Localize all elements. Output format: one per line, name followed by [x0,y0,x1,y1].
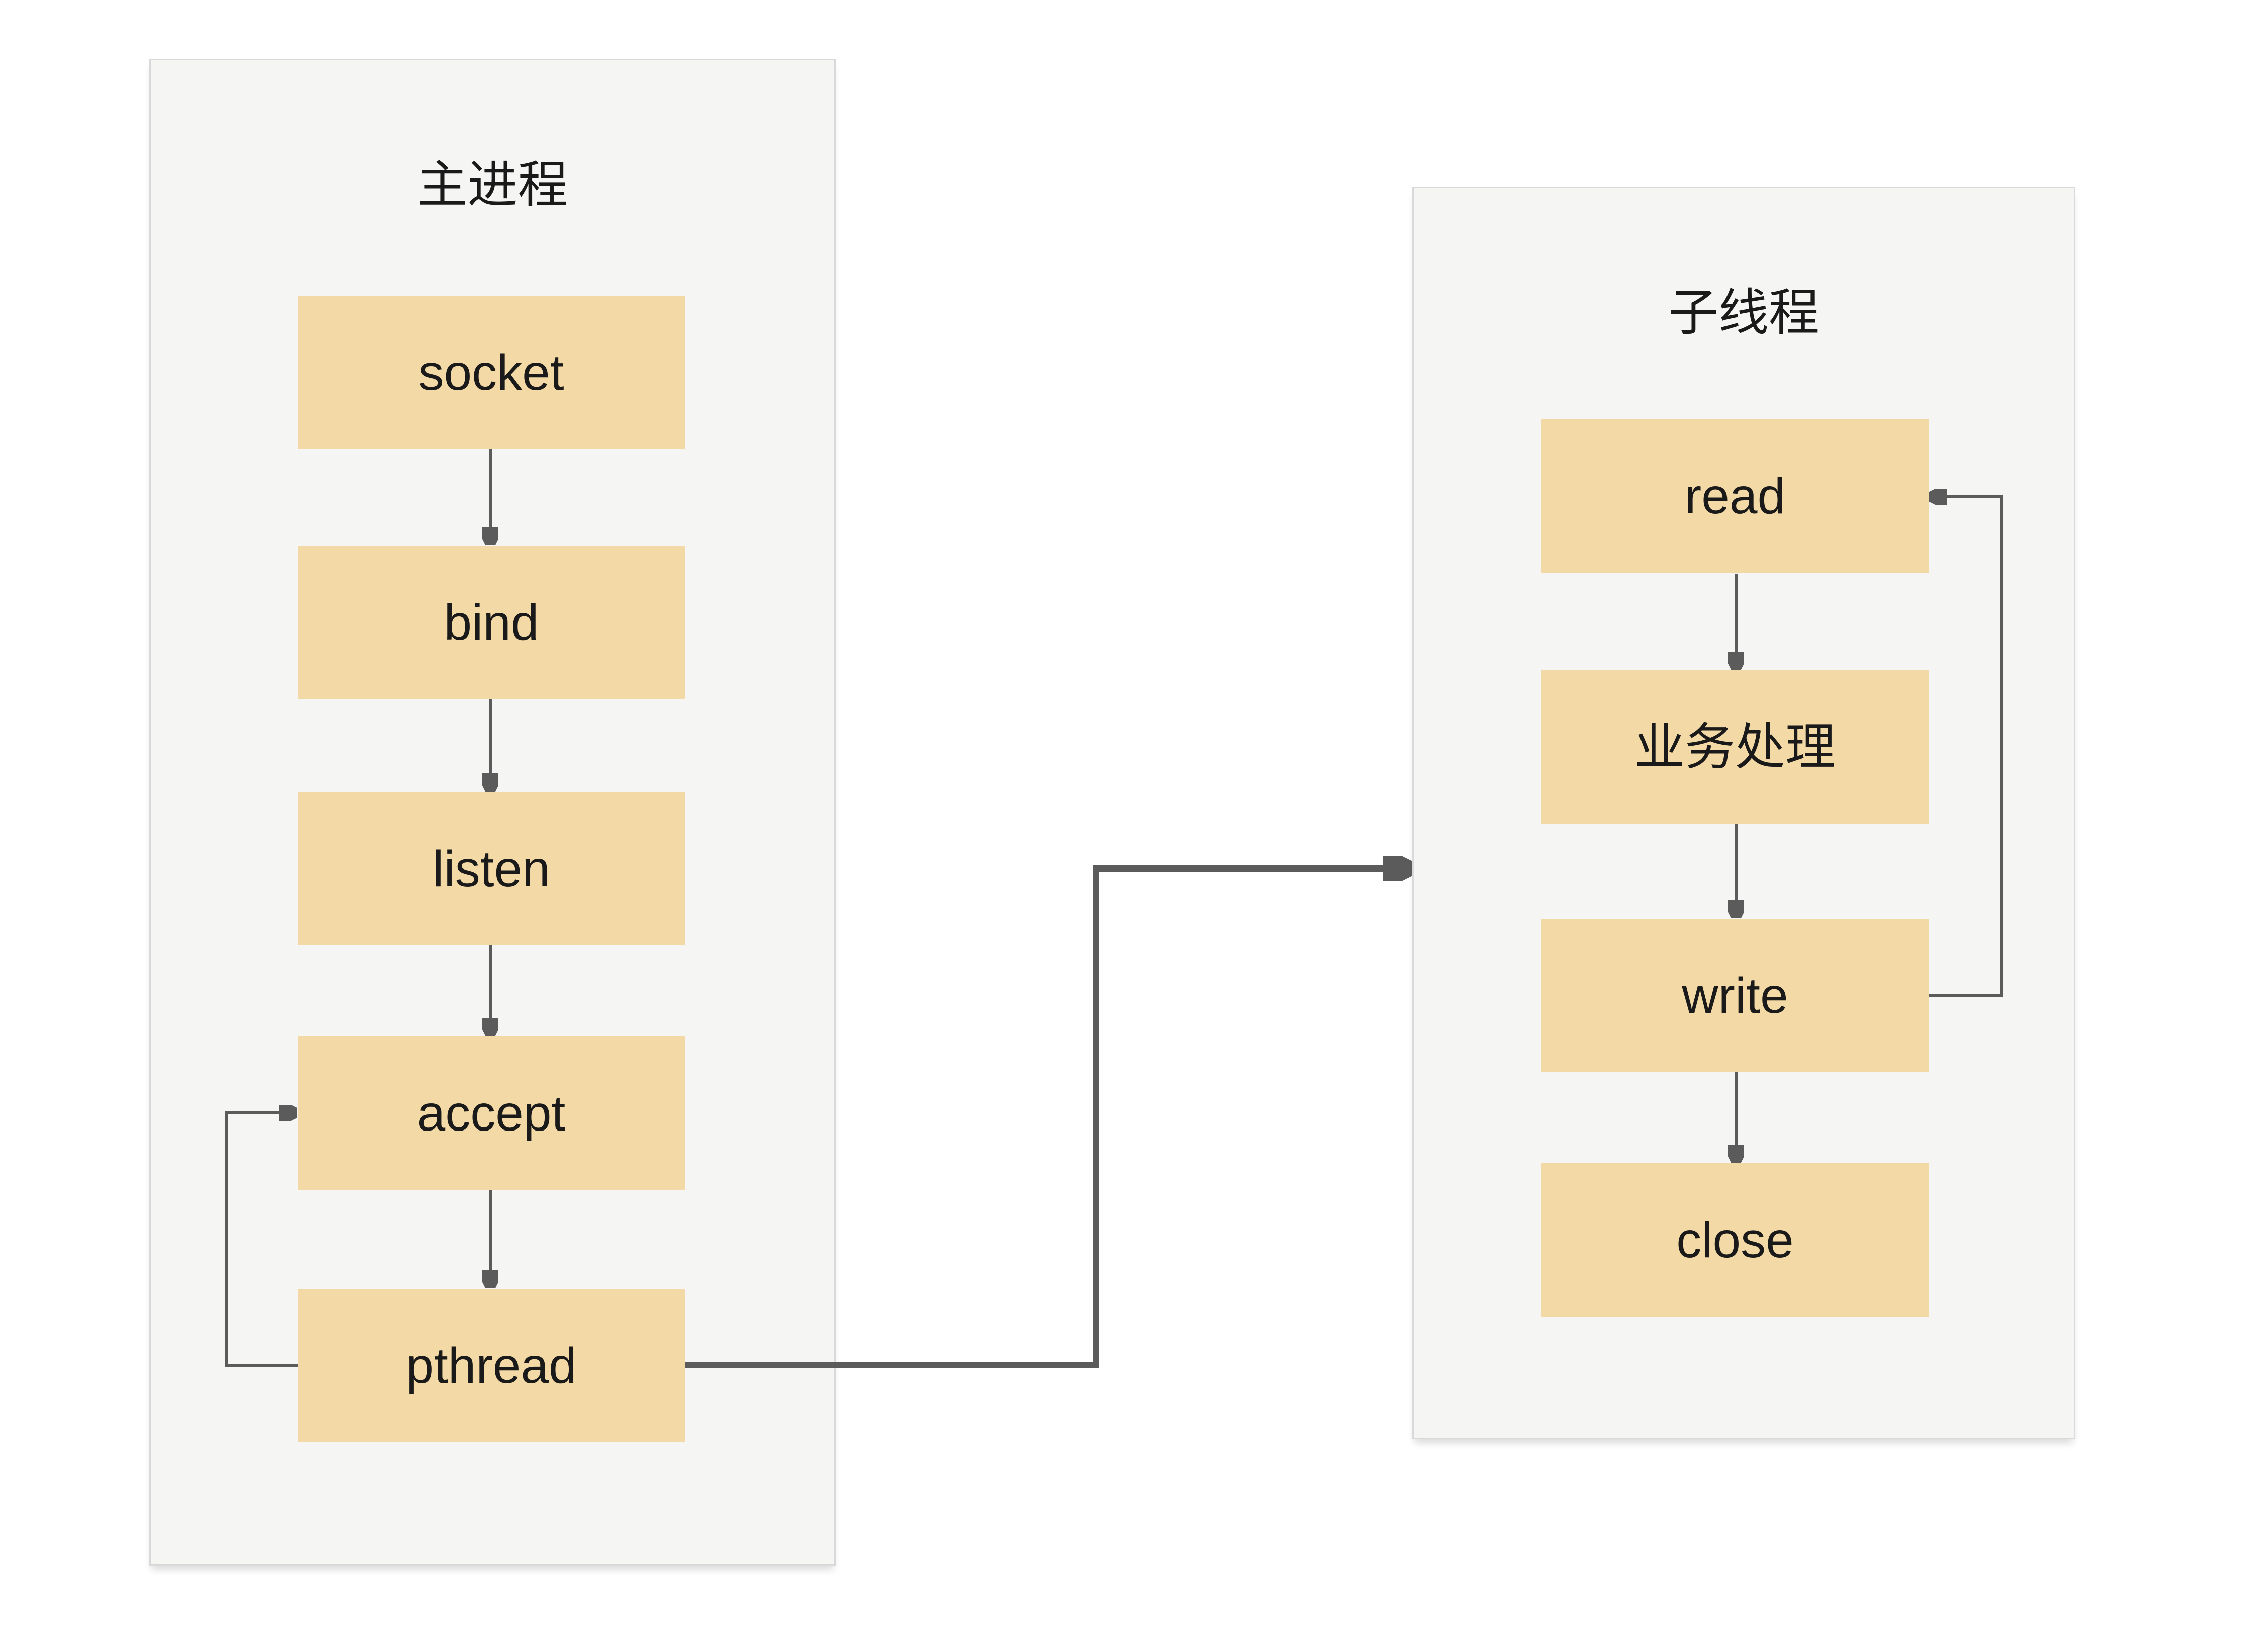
node-accept: accept [298,1036,685,1190]
node-close: close [1541,1163,1929,1317]
main-process-title: 主进程 [417,157,568,213]
node-pthread: pthread [298,1289,685,1442]
child-thread-title: 子线程 [1668,285,1819,341]
node-socket: socket [298,296,685,449]
node-bind: bind [298,546,685,699]
node-read: read [1541,419,1929,573]
node-listen: listen [298,792,685,945]
node-write: write [1541,919,1929,1072]
node-business-processing: 业务处理 [1541,670,1929,824]
